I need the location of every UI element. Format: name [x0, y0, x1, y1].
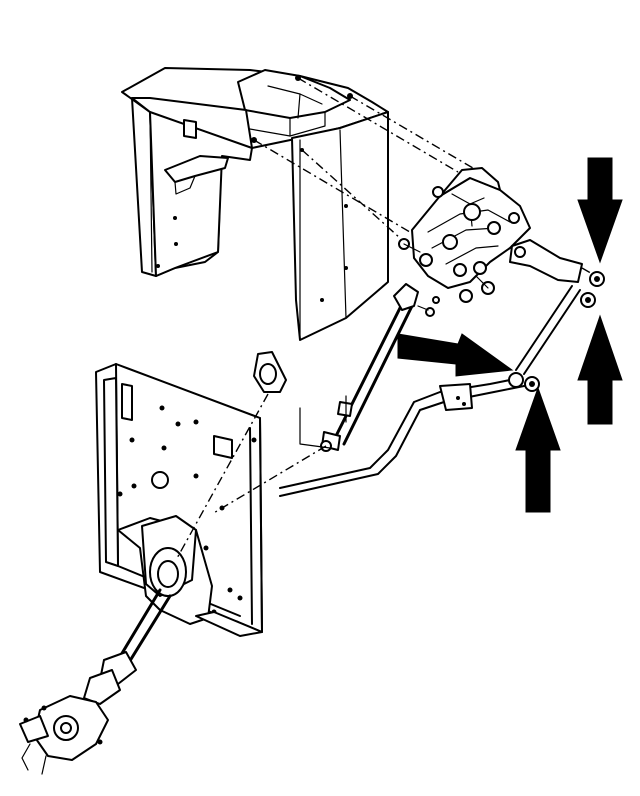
- arrow-right-icon: [397, 333, 514, 377]
- lever-arm: [509, 239, 597, 283]
- upper-support-bracket: [121, 67, 389, 341]
- intermediate-shaft: [320, 283, 435, 452]
- arrow-down-icon: [577, 157, 623, 264]
- retaining-bracket: [253, 351, 331, 449]
- arrow-up-icon: [515, 386, 561, 513]
- dash-panel-plate: [95, 363, 263, 637]
- callout-arrows: [397, 157, 623, 513]
- upper-alignment-lines: [253, 77, 491, 239]
- lower-alignment-lines: [175, 393, 327, 561]
- column-mount-bracket: [398, 167, 531, 304]
- shift-linkage-rod: [279, 285, 581, 497]
- steering-column-lower: [19, 588, 172, 775]
- fastener-nuts-upper: [580, 271, 605, 308]
- arrow-up-icon: [577, 314, 623, 425]
